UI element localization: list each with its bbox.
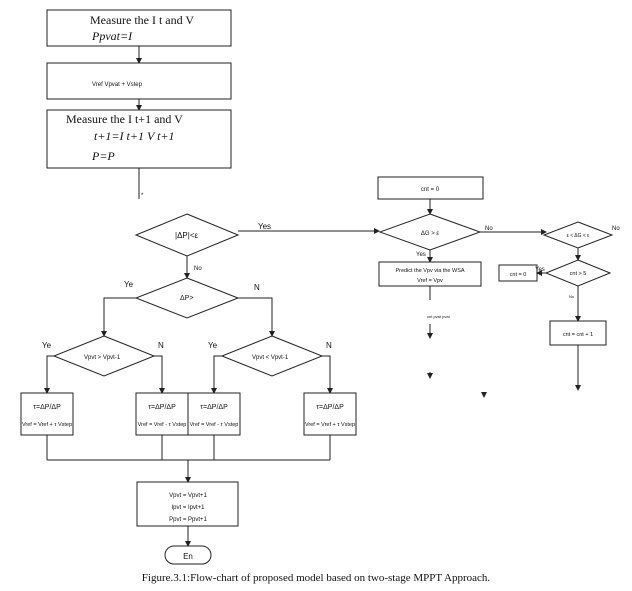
no-range-label: No — [612, 226, 620, 232]
svg-text:τ=ΔP/ΔP: τ=ΔP/ΔP — [33, 404, 61, 411]
svg-text:Predict the Vpv via the WSA: Predict the Vpv via the WSA — [395, 268, 464, 274]
measure-box-1: Measure the I t and V Ppvat=I — [46, 9, 232, 47]
measure-box-2-line3: P=P — [91, 149, 115, 163]
svg-text:cnt = 0: cnt = 0 — [421, 187, 440, 193]
svg-text:cnt > 5: cnt > 5 — [570, 271, 587, 277]
ye-left-label: Ye — [42, 341, 52, 350]
ye-dp-label: Ye — [124, 280, 134, 289]
decision-g: ΔG > ε — [378, 213, 482, 251]
cnt-zero-box-2: cnt = 0 — [498, 264, 538, 282]
no-cnt-label: No — [569, 294, 575, 299]
vref-box: Vref Vpvat + Vstep — [46, 62, 232, 100]
assign-box: Vpvt = Vpvt+1 Ipvt = Ipvt+1 Ppvt = Ppvt+… — [136, 481, 239, 527]
measure-box-2-line1: Measure the I t+1 and V — [66, 112, 183, 126]
ye-left-line — [44, 355, 54, 394]
svg-text:τ=ΔP/ΔP: τ=ΔP/ΔP — [316, 404, 344, 411]
svg-text:Vref = Vpv: Vref = Vpv — [417, 278, 443, 284]
end-terminal: En — [164, 545, 212, 565]
svg-text:τ=ΔP/ΔP: τ=ΔP/ΔP — [200, 404, 228, 411]
n-left-label: N — [158, 341, 164, 350]
svg-text:τ=ΔP/ΔP: τ=ΔP/ΔP — [148, 404, 176, 411]
yes-g-label: Yes — [416, 252, 426, 258]
svg-text:Ppvt = Ppvt+1: Ppvt = Ppvt+1 — [169, 517, 207, 523]
n-right-line — [322, 355, 333, 394]
cnt-zero-box: cnt = 0 — [377, 176, 484, 200]
svg-text:ΔG > ε: ΔG > ε — [421, 231, 440, 237]
svg-text:ε < ΔG < ε: ε < ΔG < ε — [567, 233, 591, 239]
yes-range-label: Yes — [535, 267, 545, 273]
no-g-label: No — [485, 226, 493, 232]
n-dp-label: N — [254, 283, 260, 292]
svg-text:Vref = Vref - τ Vstep: Vref = Vref - τ Vstep — [138, 422, 187, 428]
decision-left-label: Vpvt > Vpvt-1 — [84, 355, 121, 361]
update-box-1: τ=ΔP/ΔP Vref = Vref + τ Vstep — [20, 392, 74, 436]
svg-text:cnt = 0: cnt = 0 — [510, 272, 527, 278]
svg-text:En: En — [183, 552, 193, 561]
update-box-4: τ=ΔP/ΔP Vref = Vref + τ Vstep — [303, 392, 357, 436]
figure-caption: Figure.3.1:Flow-chart of proposed model … — [141, 572, 491, 584]
vref-box-line1: Vref Vpvat + Vstep — [92, 82, 143, 88]
small-mark: * — [141, 193, 144, 199]
decision-right: Vpvt < Vpvt-1 — [220, 335, 324, 377]
n-left-line — [154, 355, 165, 394]
decision-main-label: |ΔP|<ε — [175, 231, 199, 240]
measure-box-2: Measure the I t+1 and V t+1=I t+1 V t+1 … — [46, 109, 232, 169]
ye-dp-line — [101, 297, 136, 337]
n-dp-line — [238, 297, 275, 337]
svg-text:Ipvt = Ipvt+1: Ipvt = Ipvt+1 — [171, 505, 205, 511]
n-right-label: N — [326, 341, 332, 350]
decision-main: |ΔP|<ε — [134, 213, 240, 257]
decision-dp: ΔP> — [134, 277, 240, 319]
svg-text:cnt = cnt + 1: cnt = cnt + 1 — [563, 332, 593, 338]
measure-box-1-line1: Measure the I t and V — [90, 13, 194, 27]
update-box-3: τ=ΔP/ΔP Vref = Vref - τ Vstep — [187, 392, 241, 436]
decision-cnt: cnt > 5 — [544, 259, 612, 287]
decision-range: ε < ΔG < ε — [542, 221, 614, 249]
small-text: cnt pvat pvat — [427, 314, 451, 319]
decision-left: Vpvt > Vpvt-1 — [52, 335, 156, 377]
update-box-2: τ=ΔP/ΔP Vref = Vref - τ Vstep — [135, 392, 189, 436]
svg-text:Vref = Vref + τ Vstep: Vref = Vref + τ Vstep — [22, 422, 72, 428]
measure-box-1-line2: Ppvat=I — [91, 29, 133, 43]
decision-dp-label: ΔP> — [180, 295, 193, 302]
cnt-inc-box: cnt = cnt + 1 — [549, 320, 607, 346]
no-main-label: No — [194, 266, 202, 272]
yes-main-label: Yes — [258, 222, 271, 231]
svg-text:Vref = Vref + τ Vstep: Vref = Vref + τ Vstep — [305, 422, 355, 428]
ye-right-label: Ye — [208, 341, 218, 350]
decision-right-label: Vpvt < Vpvt-1 — [252, 355, 289, 361]
svg-text:Vref = Vref - τ Vstep: Vref = Vref - τ Vstep — [190, 422, 239, 428]
ye-right-line — [211, 355, 222, 394]
svg-text:Vpvt = Vpvt+1: Vpvt = Vpvt+1 — [169, 493, 207, 499]
measure-box-2-line2: t+1=I t+1 V t+1 — [94, 129, 175, 143]
predict-box: Predict the Vpv via the WSA Vref = Vpv — [378, 261, 482, 287]
